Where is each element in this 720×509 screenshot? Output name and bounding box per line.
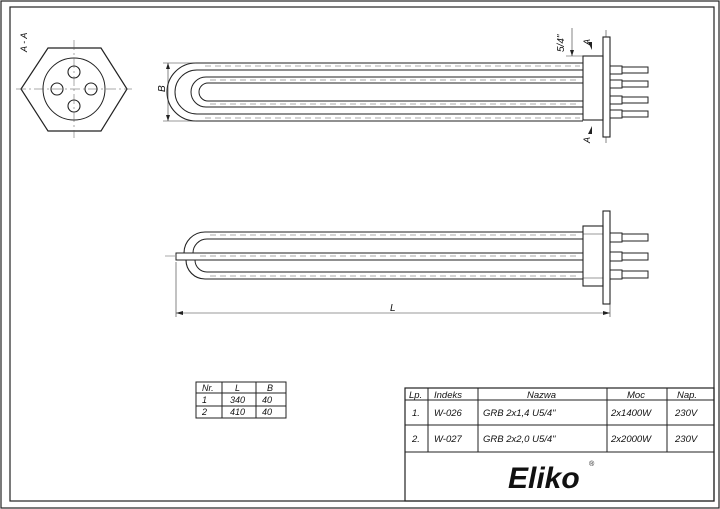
logo-text: Eliko (508, 462, 580, 495)
parts-cell-lp: 2. (411, 434, 420, 445)
terminal-body (609, 251, 623, 262)
size-cell: 1 (202, 395, 207, 405)
eliko-logo: Eliko ® (508, 460, 595, 495)
section-marker-bottom: A (582, 137, 592, 144)
parts-cell-lp: 1. (412, 408, 420, 419)
section-marker-top: A (582, 39, 592, 46)
heater-flange (602, 210, 611, 305)
size-header-l: L (235, 383, 240, 393)
parts-cell-indeks: W-027 (434, 434, 463, 445)
side-view: L (165, 210, 649, 317)
terminal-pin (621, 233, 649, 242)
parts-cell-nap: 230V (674, 434, 699, 445)
parts-header-lp: Lp. (409, 390, 422, 401)
size-cell: 40 (262, 395, 272, 405)
parts-cell-moc: 2x2000W (610, 434, 652, 445)
b-arrow-top (166, 63, 170, 69)
inner-tube-inner-outline (198, 82, 583, 102)
lower-tube-bend-inner (194, 259, 583, 273)
parts-cell-indeks: W-026 (434, 408, 463, 419)
terminal-pin (621, 80, 649, 88)
terminal-body (609, 65, 623, 75)
b-dimension-label: B (157, 85, 168, 92)
terminal-body (609, 79, 623, 89)
terminal-pin (621, 252, 649, 261)
parts-table-border (404, 387, 715, 502)
terminal-pin (621, 270, 649, 279)
heater-head (582, 55, 604, 121)
terminal-pin (621, 66, 649, 74)
terminal-body (609, 269, 623, 280)
thread-label: 5/4" (556, 34, 567, 52)
parts-cell-nazwa: GRB 2x2,0 U5/4" (483, 434, 556, 445)
parts-cell-nap: 230V (674, 408, 699, 419)
parts-cell-nazwa: GRB 2x1,4 U5/4" (483, 408, 556, 419)
straight-tube (175, 252, 584, 261)
top-view: 5/4" A A B (157, 28, 649, 144)
lower-tube-bend (185, 259, 583, 280)
size-header-b: B (267, 383, 273, 393)
outer-tube-outline (166, 62, 583, 122)
upper-tube-bend (183, 231, 583, 254)
drawing-border (9, 6, 715, 502)
parts-header-nap: Nap. (677, 390, 697, 401)
size-cell: 340 (230, 395, 245, 405)
l-arrow-right (603, 311, 610, 315)
size-cell: 2 (201, 407, 207, 417)
section-arrow-top (588, 42, 592, 50)
logo-registered-mark: ® (589, 460, 595, 468)
terminal-pin (621, 110, 649, 118)
b-arrow-bottom (166, 115, 170, 121)
upper-tube-bend-inner (192, 238, 583, 254)
parts-cell-moc: 2x1400W (610, 408, 652, 419)
size-table-border (195, 381, 287, 419)
size-header-nr: Nr. (202, 383, 214, 393)
parts-table: Lp. Indeks Nazwa Moc Nap. 1. W-026 GRB 2… (404, 387, 715, 502)
section-label: A - A (19, 33, 29, 53)
inner-tube-outline (190, 76, 583, 108)
l-arrow-left (176, 311, 183, 315)
size-cell: 410 (230, 407, 245, 417)
l-dimension-label: L (390, 303, 396, 314)
parts-header-indeks: Indeks (434, 390, 462, 401)
size-table: Nr. L B 1 340 40 2 410 40 (195, 381, 287, 419)
section-arrow-bottom (588, 126, 592, 134)
thread-arrow (570, 50, 574, 56)
terminal-body (609, 232, 623, 243)
terminal-body (609, 109, 623, 119)
parts-header-moc: Moc (627, 390, 645, 401)
element-hole-left (50, 82, 64, 96)
outer-tube-inner-outline (174, 69, 583, 115)
heater-flange (602, 36, 611, 138)
size-cell: 40 (262, 407, 272, 417)
heater-head (582, 225, 604, 287)
terminal-body (609, 95, 623, 105)
parts-header-nazwa: Nazwa (527, 390, 556, 401)
terminal-pin (621, 96, 649, 104)
section-view: A - A (16, 33, 132, 138)
